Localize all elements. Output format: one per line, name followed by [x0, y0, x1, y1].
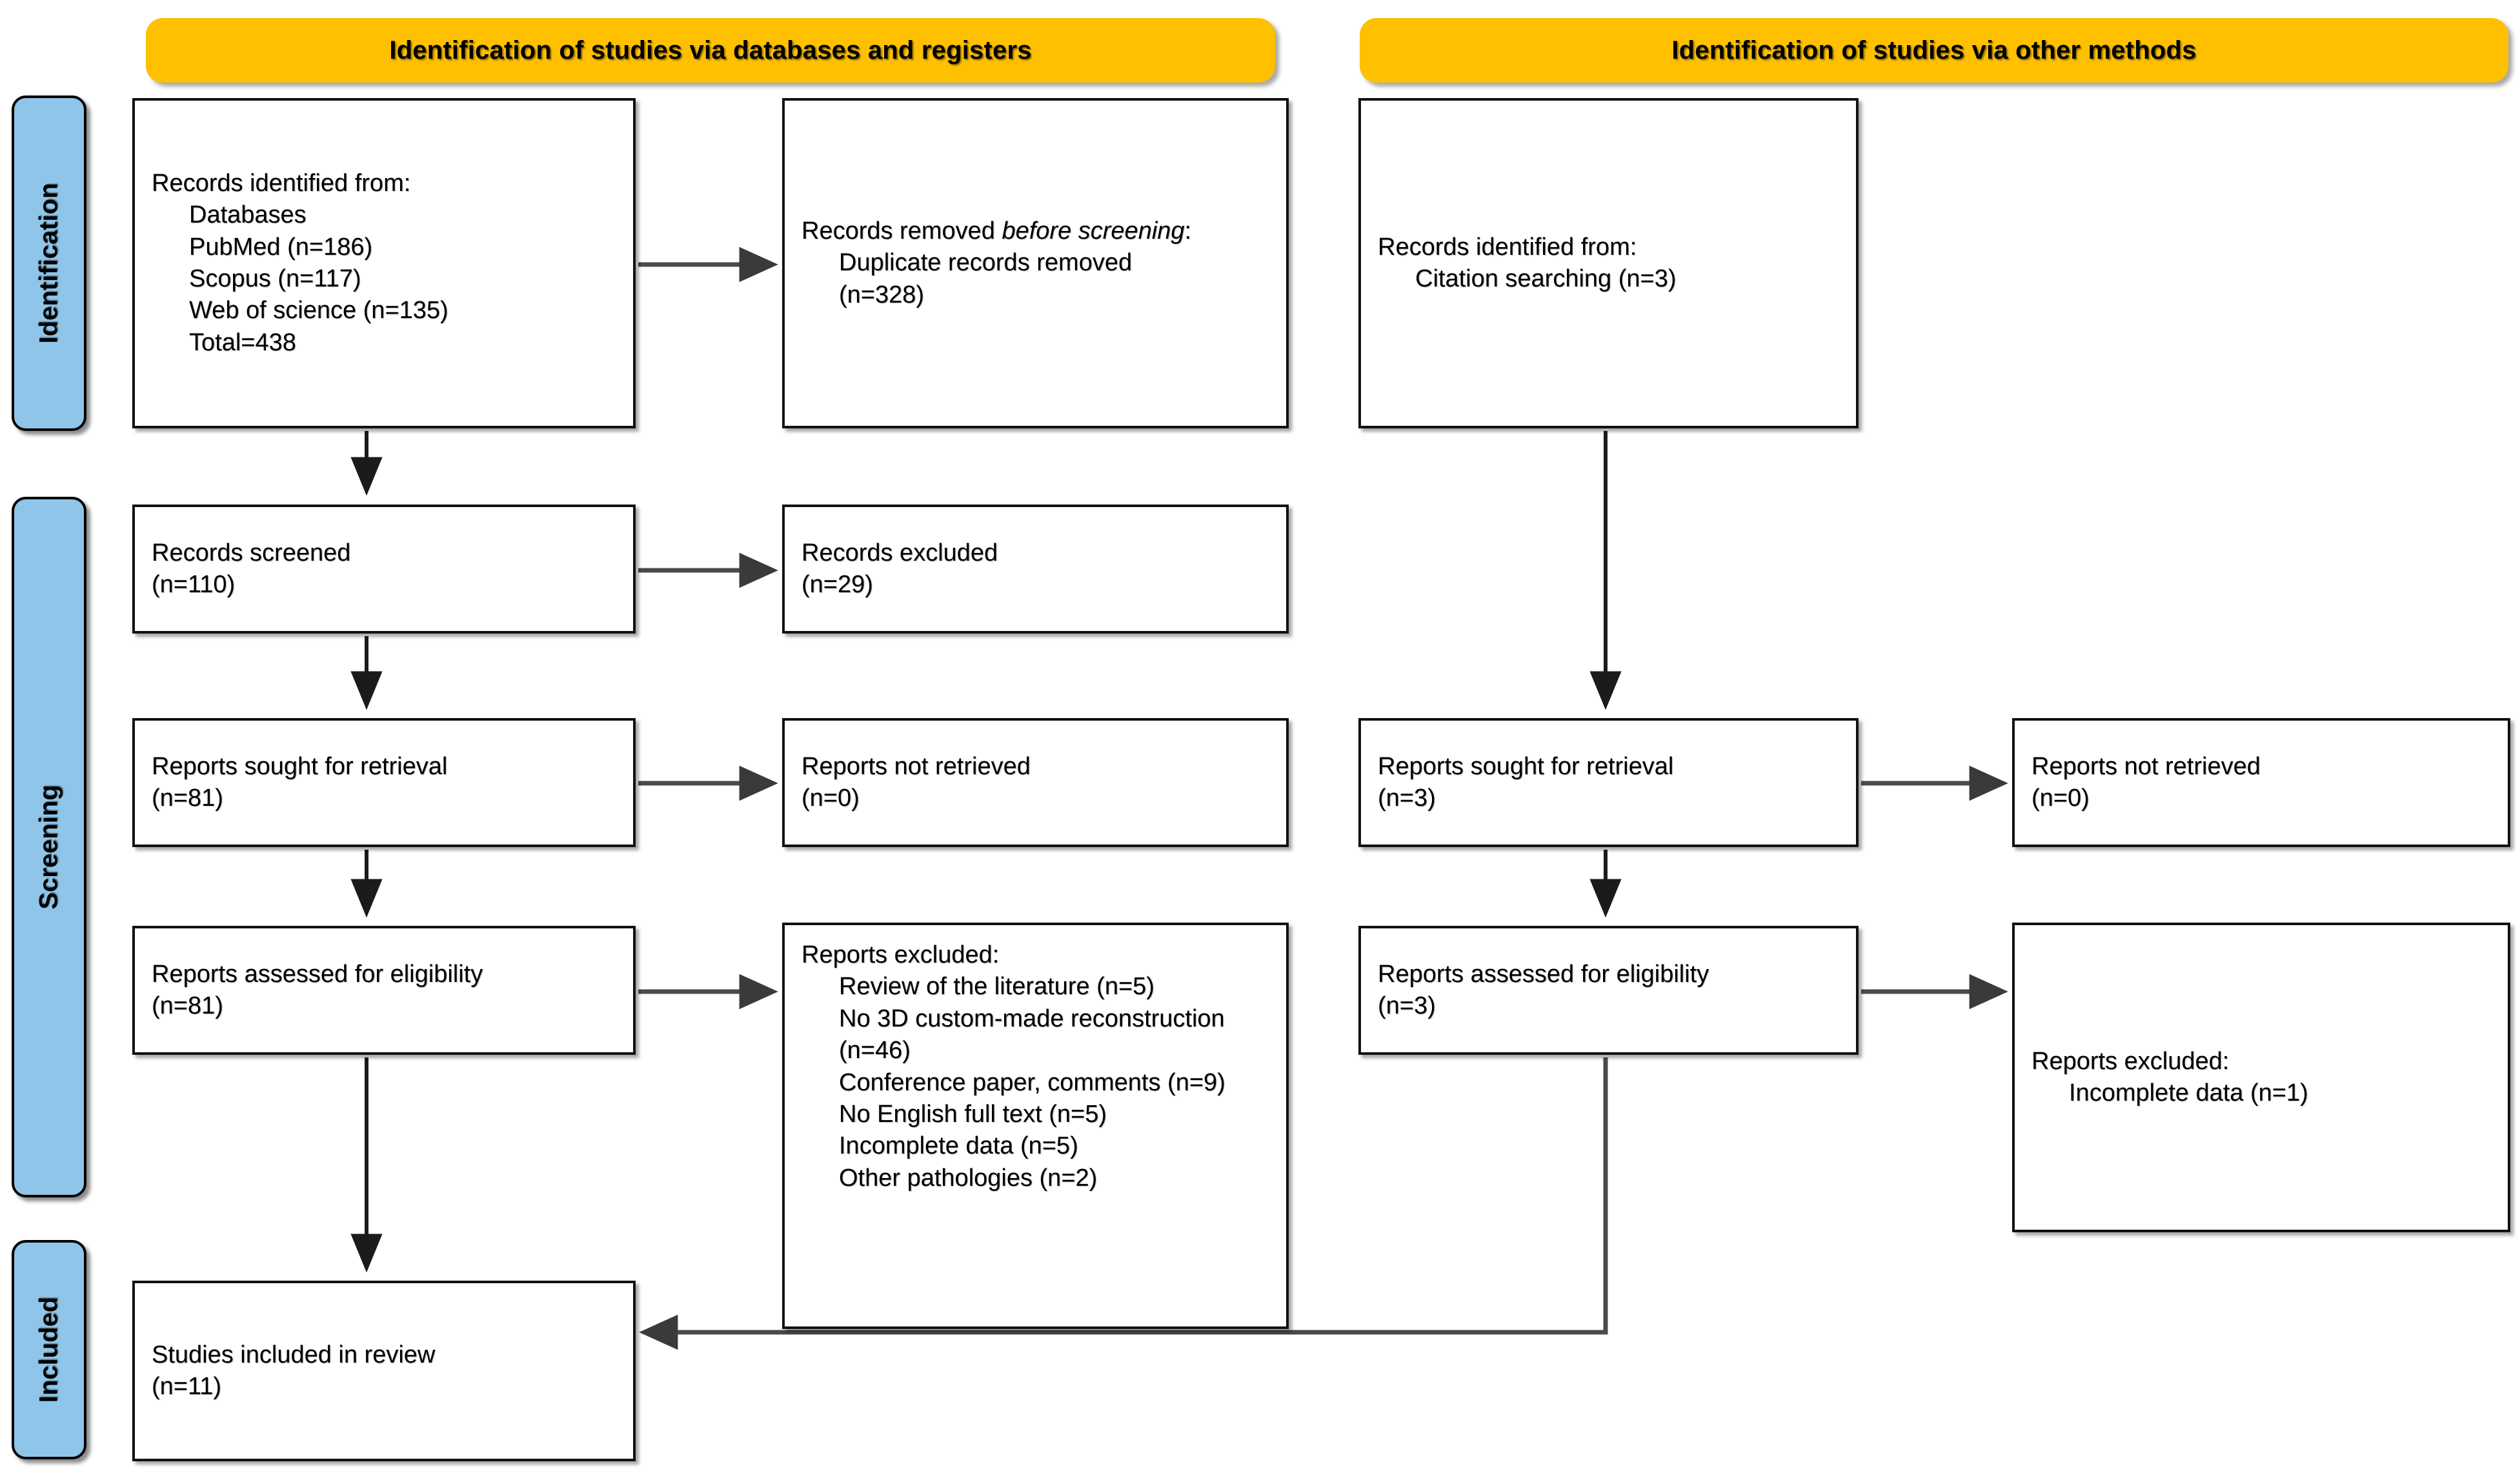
records-removed-title-plain: Records removed	[801, 217, 1002, 245]
reports-assessed-label: Reports assessed for eligibility	[152, 960, 483, 988]
box-records-identified-databases: Records identified from: Databases PubMe…	[132, 98, 636, 428]
records-identified-item: Total=438	[189, 328, 296, 356]
stage-label-screening-text: Screening	[34, 785, 63, 910]
records-identified-item: PubMed (n=186)	[189, 233, 373, 261]
r-reports-not-retrieved-label: Reports not retrieved	[2031, 752, 2261, 780]
box-records-excluded: Records excluded (n=29)	[782, 505, 1289, 634]
box-r-reports-excluded-reasons: Reports excluded: Incomplete data (n=1)	[2012, 923, 2510, 1232]
studies-included-count: (n=11)	[152, 1373, 222, 1400]
r-reports-sought-count: (n=3)	[1378, 785, 1436, 812]
records-screened-count: (n=110)	[152, 571, 236, 598]
r-reports-not-retrieved-count: (n=0)	[2031, 785, 2090, 812]
stage-label-included: Included	[12, 1240, 86, 1459]
reports-not-retrieved-count: (n=0)	[801, 785, 860, 812]
box-studies-included-in-review: Studies included in review (n=11)	[132, 1281, 636, 1461]
r-reports-sought-label: Reports sought for retrieval	[1378, 752, 1674, 780]
records-removed-title-suffix: :	[1184, 217, 1192, 245]
banner-databases-registers: Identification of studies via databases …	[146, 18, 1275, 83]
r-reports-assessed-label: Reports assessed for eligibility	[1378, 960, 1709, 988]
studies-included-label: Studies included in review	[152, 1341, 436, 1368]
r-reports-excluded-reason: Incomplete data (n=1)	[2069, 1079, 2308, 1106]
stage-label-screening: Screening	[12, 497, 86, 1197]
box-r-reports-assessed-for-eligibility: Reports assessed for eligibility (n=3)	[1358, 926, 1859, 1055]
stage-label-included-text: Included	[34, 1296, 63, 1403]
box-reports-not-retrieved: Reports not retrieved (n=0)	[782, 718, 1289, 847]
box-records-identified-other-methods: Records identified from: Citation search…	[1358, 98, 1859, 428]
reports-excluded-reason: No 3D custom-made reconstruction (n=46)	[839, 1005, 1225, 1065]
reports-not-retrieved-label: Reports not retrieved	[801, 752, 1031, 780]
box-records-removed-before-screening: Records removed before screening: Duplic…	[782, 98, 1289, 428]
records-identified-item: Web of science (n=135)	[189, 297, 449, 325]
records-identified-item: Databases	[189, 201, 307, 229]
records-removed-title-italic: before screening	[1002, 217, 1185, 245]
reports-excluded-reason: Incomplete data (n=5)	[839, 1132, 1078, 1160]
records-removed-item: Duplicate records removed	[839, 249, 1133, 277]
records-excluded-label: Records excluded	[801, 539, 998, 566]
box-reports-assessed-for-eligibility: Reports assessed for eligibility (n=81)	[132, 926, 636, 1055]
reports-excluded-title: Reports excluded:	[801, 941, 1000, 968]
reports-sought-label: Reports sought for retrieval	[152, 752, 448, 780]
r-reports-assessed-count: (n=3)	[1378, 992, 1436, 1019]
banner-other-methods: Identification of studies via other meth…	[1360, 18, 2508, 83]
r-reports-excluded-title: Reports excluded:	[2031, 1047, 2230, 1075]
stage-label-identification-text: Identification	[34, 183, 63, 344]
box-r-reports-sought-for-retrieval: Reports sought for retrieval (n=3)	[1358, 718, 1859, 847]
reports-assessed-count: (n=81)	[152, 992, 223, 1019]
box-reports-excluded-reasons: Reports excluded: Review of the literatu…	[782, 923, 1289, 1329]
box-r-reports-not-retrieved: Reports not retrieved (n=0)	[2012, 718, 2510, 847]
records-screened-label: Records screened	[152, 539, 351, 566]
reports-excluded-reason: Review of the literature (n=5)	[839, 973, 1154, 1001]
stage-label-identification: Identification	[12, 95, 86, 431]
reports-excluded-reason: No English full text (n=5)	[839, 1100, 1107, 1128]
reports-sought-count: (n=81)	[152, 785, 223, 812]
records-identified-item: Scopus (n=117)	[189, 265, 361, 292]
box-records-screened: Records screened (n=110)	[132, 505, 636, 634]
records-removed-item: (n=328)	[839, 281, 925, 308]
reports-excluded-reason: Conference paper, comments (n=9)	[839, 1068, 1225, 1096]
r-records-identified-title: Records identified from:	[1378, 233, 1637, 261]
records-excluded-count: (n=29)	[801, 571, 873, 598]
records-identified-title: Records identified from:	[152, 169, 411, 197]
records-removed-title: Records removed before screening:	[801, 215, 1269, 247]
box-reports-sought-for-retrieval: Reports sought for retrieval (n=81)	[132, 718, 636, 847]
reports-excluded-reason: Other pathologies (n=2)	[839, 1164, 1098, 1192]
r-records-identified-item: Citation searching (n=3)	[1415, 265, 1677, 292]
